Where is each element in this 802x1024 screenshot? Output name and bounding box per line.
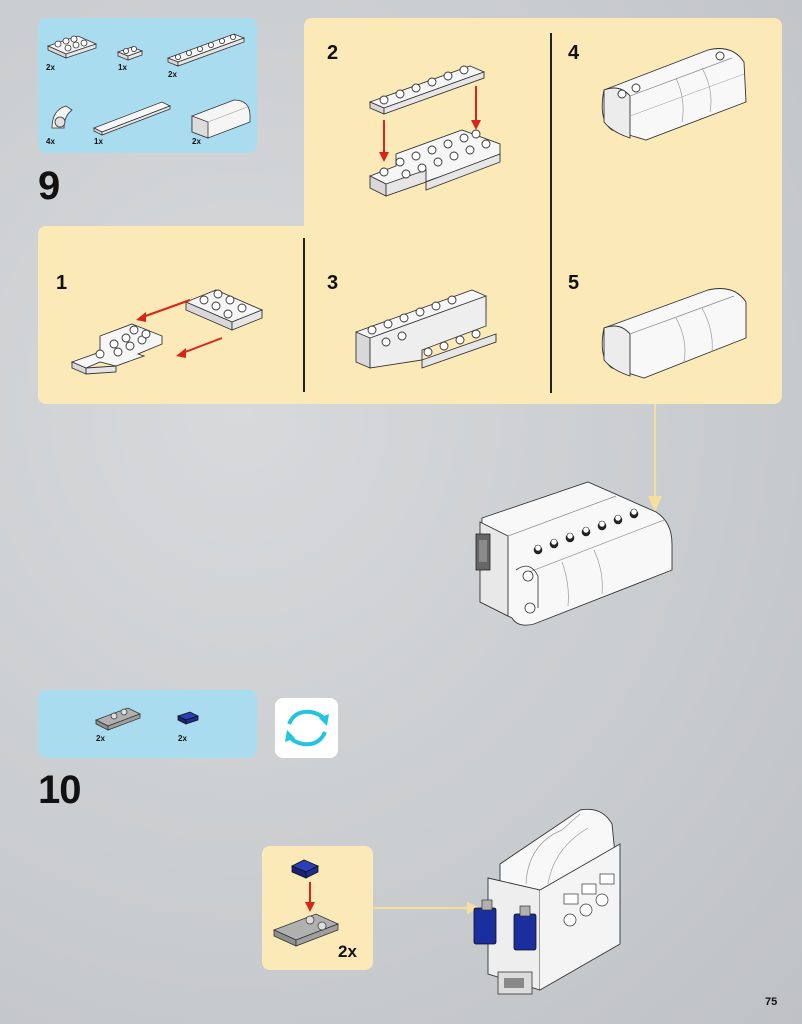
step10-callout: 2x (262, 846, 373, 970)
plate-clip-icon (95, 707, 141, 731)
step10-model-illustration (473, 808, 621, 995)
part-qty-plate-1x2: 1x (118, 63, 127, 72)
callout-connector-arrow (648, 404, 662, 512)
callout-divider-left (303, 238, 305, 392)
step9-parts-illustration (46, 33, 251, 139)
curved-slope-icon (191, 99, 251, 139)
plate-1x6-icon (166, 33, 246, 67)
plate-1x2-icon (116, 45, 144, 61)
callout-qty: 2x (338, 942, 357, 961)
substep1-illustration (70, 289, 264, 375)
substep-number-4: 4 (568, 42, 580, 64)
part-qty-plate-clip: 2x (96, 734, 105, 743)
step-number-9: 9 (38, 164, 60, 208)
step10-parts-illustration (95, 707, 200, 731)
part-qty-clip: 4x (46, 137, 55, 146)
blue-tile-icon (176, 711, 200, 725)
step-number-10: 10 (38, 768, 81, 812)
substep5-illustration (601, 288, 747, 379)
substep-number-2: 2 (327, 42, 339, 64)
step9-parts-panel: 2x 1x 2x 4x 1x 2x (38, 18, 257, 153)
substep4-illustration (601, 48, 747, 141)
substep3-illustration (355, 289, 497, 369)
callout-arrow (373, 902, 481, 914)
tile-1x8-icon (93, 101, 171, 136)
callout-divider-right (550, 33, 552, 393)
part-qty-plate-2x4: 2x (46, 63, 55, 72)
plate-2x4-icon (46, 35, 98, 59)
step10-parts-panel: 2x 2x (38, 690, 257, 758)
part-qty-plate-1x6: 2x (168, 70, 177, 79)
substep-number-3: 3 (327, 272, 339, 294)
clip-curve-icon (51, 105, 73, 129)
part-qty-tile: 1x (94, 137, 103, 146)
step9-model-illustration (475, 481, 673, 626)
part-qty-blue-tile: 2x (178, 734, 187, 743)
substep2-illustration (368, 65, 501, 197)
part-qty-slope: 2x (192, 137, 201, 146)
page-number: 75 (765, 996, 778, 1008)
substep-number-5: 5 (568, 272, 580, 294)
step10-callout-illustration (272, 859, 340, 947)
rotate-icon (285, 709, 329, 747)
substep-number-1: 1 (56, 272, 68, 294)
rotate-model-indicator (275, 698, 338, 758)
